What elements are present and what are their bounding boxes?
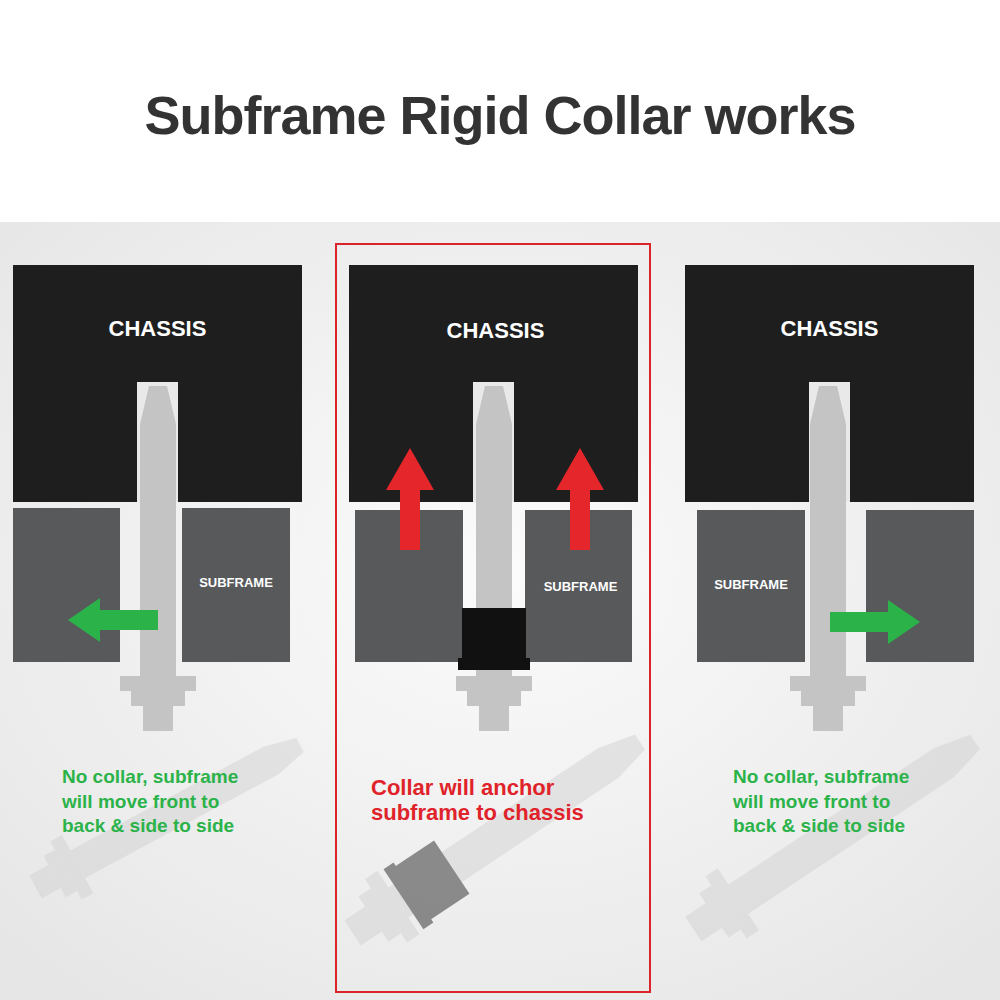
movement-arrow: [68, 598, 158, 642]
chassis-box: CHASSIS: [13, 265, 302, 502]
box-label: SUBFRAME: [697, 577, 805, 592]
bolt-flange: [120, 676, 196, 691]
bolt-nut: [131, 691, 185, 706]
caption-note: No collar, subframe will move front to b…: [733, 765, 938, 839]
subframe-box: SUBFRAME: [697, 510, 805, 662]
anchor-arrow: [386, 448, 434, 550]
box-label: SUBFRAME: [182, 575, 290, 590]
subframe-block: [182, 508, 290, 662]
ghost-bolt: [20, 716, 316, 916]
bolt-end: [813, 706, 843, 731]
box-label: CHASSIS: [13, 316, 302, 342]
bolt-end: [143, 706, 173, 731]
caption-note: No collar, subframe will move front to b…: [62, 765, 267, 839]
subframe-box: SUBFRAME: [527, 512, 634, 664]
caption-note: Collar will anchor subframe to chassis: [371, 775, 635, 826]
chassis-box: CHASSIS: [685, 265, 974, 502]
bolt: [120, 386, 196, 731]
collar-panel: Collar will anchor subframe to chassis CH…: [335, 243, 651, 993]
bolt-nut: [467, 691, 521, 706]
bolt-end: [344, 907, 381, 946]
collar-lip: [458, 658, 530, 670]
caption-holder: No collar, subframe will move front to b…: [62, 765, 267, 839]
subframe-block: [13, 508, 120, 662]
movement-arrow: [830, 600, 920, 644]
bolt-shaft: [140, 386, 176, 676]
bolt-end: [29, 865, 61, 898]
bolt-shaft: [810, 386, 846, 676]
ghost-bolt: [332, 710, 661, 964]
chassis-box: CHASSIS: [351, 267, 640, 504]
subframe-box: SUBFRAME: [182, 508, 290, 662]
anchor-arrow: [556, 448, 604, 550]
bolt-end: [479, 706, 509, 731]
bolt-nut: [801, 691, 855, 706]
title: Subframe Rigid Collar works: [0, 84, 1000, 146]
subframe-block: [697, 510, 805, 662]
bolt: [456, 386, 532, 731]
bolt-end: [685, 903, 722, 941]
box-label: SUBFRAME: [527, 579, 634, 594]
ghost-bolt: [673, 711, 996, 960]
bolt-shaft: [729, 727, 985, 914]
subframe-block: [866, 510, 974, 662]
collar-lip: [384, 863, 434, 930]
bolt: [790, 386, 866, 731]
background: [0, 222, 1000, 1000]
bolt-flange: [456, 676, 532, 691]
box-label: CHASSIS: [685, 316, 974, 342]
bolt-flange: [790, 676, 866, 691]
box-label: CHASSIS: [351, 318, 640, 344]
caption-holder: No collar, subframe will move front to b…: [733, 765, 938, 839]
title-holder: Subframe Rigid Collar works: [0, 84, 1000, 146]
